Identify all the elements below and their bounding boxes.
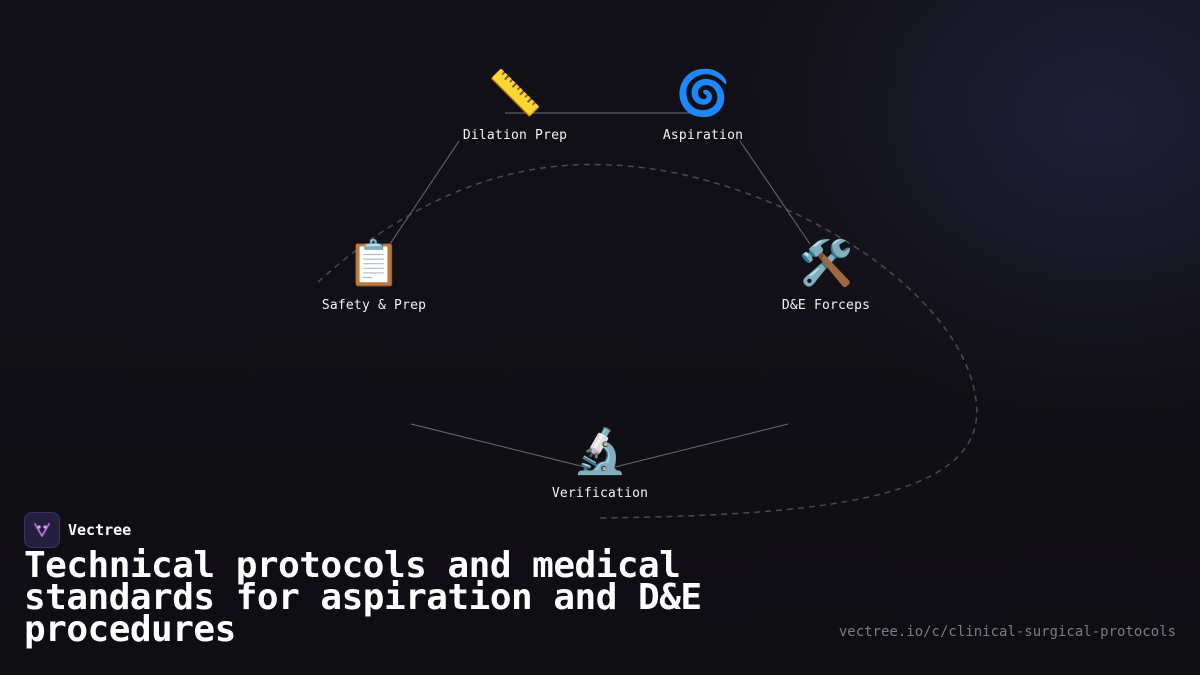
node-label: Dilation Prep	[462, 128, 568, 143]
edge-dilation-safety	[389, 140, 460, 245]
hammer-wrench-icon: 🛠️	[798, 238, 854, 289]
cyclone-icon: 🌀	[675, 68, 731, 119]
edge-aspiration-forceps	[739, 140, 811, 245]
clipboard-icon: 📋	[346, 238, 402, 289]
brand-name: Vectree	[68, 521, 132, 539]
node-dilation-prep: 📏 Dilation Prep	[435, 68, 595, 143]
node-label: Safety & Prep	[321, 298, 427, 313]
node-label: D&E Forceps	[781, 298, 871, 313]
microscope-icon: 🔬	[572, 426, 628, 477]
node-label: Verification	[551, 486, 649, 501]
ruler-icon: 📏	[487, 68, 543, 119]
vectree-logo-icon	[24, 512, 60, 548]
edge-right-verification	[614, 423, 789, 468]
node-de-forceps: 🛠️ D&E Forceps	[746, 238, 906, 313]
node-aspiration: 🌀 Aspiration	[623, 68, 783, 143]
page-url[interactable]: vectree.io/c/clinical-surgical-protocols	[838, 624, 1176, 640]
page-title: Technical protocols and medical standard…	[24, 545, 702, 650]
node-safety-prep: 📋 Safety & Prep	[294, 238, 454, 313]
edge-left-verification	[410, 423, 586, 468]
node-label: Aspiration	[662, 128, 744, 143]
node-verification: 🔬 Verification	[520, 426, 680, 501]
brand: Vectree	[24, 512, 131, 548]
dashed-cycle-curve	[317, 163, 978, 519]
